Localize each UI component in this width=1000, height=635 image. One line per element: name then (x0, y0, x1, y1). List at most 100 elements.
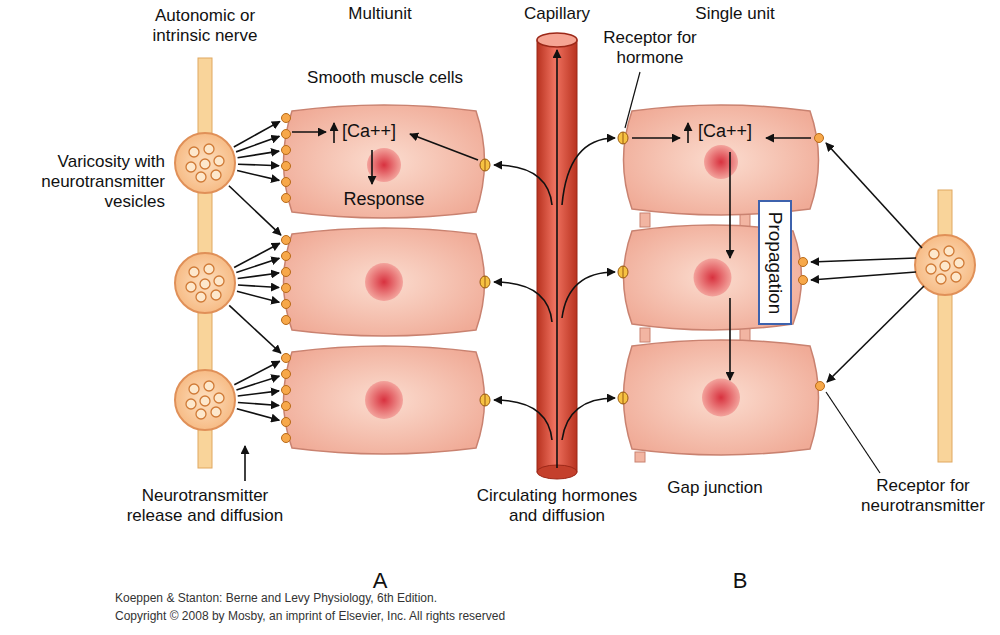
response-arrow (371, 150, 373, 184)
vesicle (929, 249, 939, 259)
smooth-muscle-cell (284, 346, 485, 454)
hormone-receptor (618, 132, 628, 144)
hormone-receptor (480, 394, 490, 406)
increase-arrow (333, 123, 335, 143)
nerve-label: Autonomic or intrinsic nerve (128, 6, 282, 46)
vesicle (204, 264, 214, 274)
neurotransmitter-receptor (815, 134, 824, 143)
neurotransmitter-arrow (237, 171, 279, 181)
vesicle (211, 170, 221, 180)
neurotransmitter-receptor (282, 284, 291, 293)
neurotransmitter-receptor (282, 114, 291, 123)
gap-junction (640, 213, 650, 227)
cell-nucleus (704, 145, 738, 179)
hormone-arrow (562, 138, 615, 205)
propagation-label: Propagation (764, 211, 786, 313)
vesicle (189, 147, 199, 157)
neurotransmitter-receptor (282, 268, 291, 277)
vesicle (214, 276, 224, 286)
propagation-box: Propagation (758, 200, 792, 325)
vesicle (204, 144, 214, 154)
neurotransmitter-receptor (282, 418, 291, 427)
neurotransmitter-arrow (234, 121, 280, 147)
neurotransmitter-arrow (238, 402, 279, 405)
hormone-receptor (623, 392, 624, 404)
neurotransmitter-receptor (282, 162, 291, 171)
cell-nucleus (365, 381, 403, 419)
neurotransmitter-receptor (282, 194, 291, 203)
neurotransmitter-receptor (282, 386, 291, 395)
vesicle (211, 290, 221, 300)
receptor-label: Receptor for hormone (590, 28, 710, 68)
neurotransmitter-arrow (811, 258, 916, 262)
release-label: Neurotransmitter release and diffusion (120, 486, 290, 526)
neurotransmitter-receptor (799, 258, 808, 267)
vesicle (944, 246, 954, 256)
smooth-muscle-cell (284, 228, 485, 336)
hormone-receptor (623, 132, 624, 144)
smooth-muscle-cell: [Ca++] Response (280, 105, 488, 218)
vesicle (954, 258, 964, 268)
neurotransmitter-arrow (234, 243, 280, 267)
hormone-arrow (494, 282, 552, 322)
credit-line: Copyright © 2008 by Mosby, an imprint of… (115, 609, 815, 623)
calcium-label: [Ca++] (342, 121, 396, 142)
neurotransmitter-receptor (282, 146, 291, 155)
neurotransmitter-arrow (238, 273, 279, 279)
leader-line (826, 392, 880, 473)
neurotransmitter-receptor (282, 354, 291, 363)
varicosity (175, 253, 235, 313)
credit-line: Koeppen & Stanton: Berne and Levy Physio… (115, 591, 815, 605)
vesicle (200, 159, 210, 169)
vesicle (214, 393, 224, 403)
neurotransmitter-arrow (811, 272, 916, 280)
neurotransmitter-receptor (282, 300, 291, 309)
hormone-receptor (485, 159, 486, 171)
hormone-arrow (562, 398, 615, 440)
neurotransmitter-receptor (282, 178, 291, 187)
vesicle (189, 384, 199, 394)
hormone-arrow (562, 272, 615, 318)
vesicle (214, 156, 224, 166)
vesicle (951, 272, 961, 282)
calcium-arrow (292, 131, 326, 133)
release-arrow (244, 446, 246, 481)
cell-nucleus (367, 148, 401, 182)
hormone-arrow (494, 165, 552, 205)
panel-heading: Single unit (660, 4, 810, 24)
nerve-fiber (938, 190, 952, 462)
panel-heading: Multiunit (300, 4, 460, 24)
vesicle (200, 279, 210, 289)
neurotransmitter-receptor (282, 130, 291, 139)
response-label: Response (280, 189, 488, 210)
neurotransmitter-arrow (234, 361, 279, 385)
vesicle (189, 267, 199, 277)
hormone-receptor (623, 266, 624, 278)
hormone-receptor (480, 159, 490, 171)
gap-junction (635, 452, 645, 462)
neurotransmitter-receptor (282, 316, 291, 325)
cell-nucleus (702, 379, 740, 417)
cell-nucleus (694, 259, 732, 297)
capillary-end (537, 465, 577, 479)
neurotransmitter-arrow (236, 376, 279, 390)
smooth-muscle-cell: [Ca++] (620, 105, 822, 215)
propagation-arrow (729, 298, 731, 380)
hormone-receptor (618, 392, 628, 404)
capillary-label: Capillary (487, 4, 627, 24)
vesicle (196, 292, 206, 302)
neurotransmitter-receptor (282, 370, 291, 379)
vesicle (940, 261, 950, 271)
hormone-arrow (494, 400, 552, 440)
neurotransmitter-receptor (282, 252, 291, 261)
hormone-receptor (485, 394, 486, 406)
neurotransmitter-arrow (238, 151, 280, 158)
neurotransmitter-arrow (229, 305, 281, 353)
propagation-arrow (729, 152, 731, 258)
neurotransmitter-arrow (237, 291, 279, 302)
receptor-label: Receptor for neurotransmitter (850, 476, 996, 516)
hormone-receptor (485, 276, 486, 288)
neurotransmitter-arrow (826, 143, 922, 248)
